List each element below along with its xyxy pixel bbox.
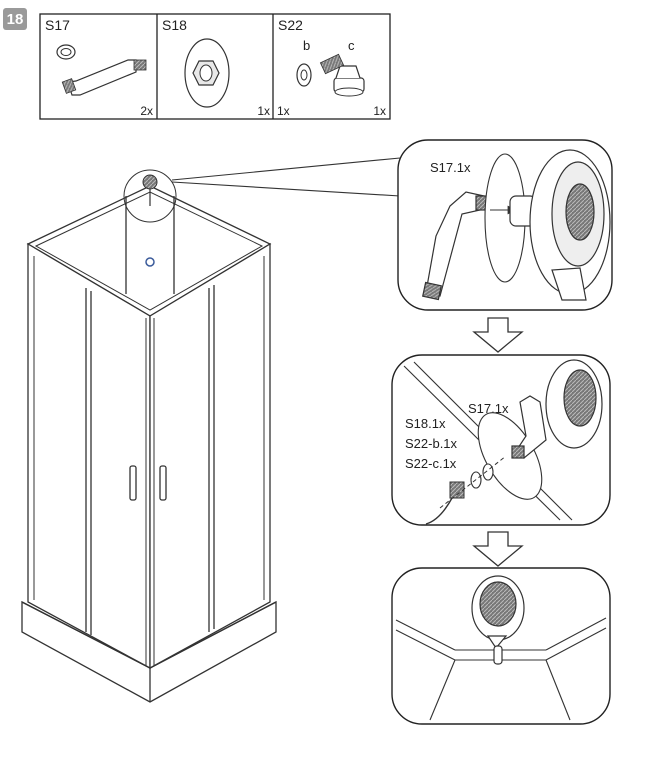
callout-leader-lines <box>171 157 401 197</box>
part-code-s18: S18 <box>162 17 187 33</box>
part-cell-s17: S17 2x <box>45 17 153 118</box>
shower-head-icon <box>471 575 525 665</box>
washer-icon <box>296 63 312 87</box>
elbow-connector-icon <box>425 481 465 525</box>
callout-panel-2: S18.1x S17.1x S22-b.1x S22-c.1x <box>391 354 611 526</box>
shower-head-icon <box>509 149 611 301</box>
part-code-s22: S22 <box>278 17 303 33</box>
callout2-label-s22b: S22-b.1x <box>405 436 458 451</box>
part-sub-b: b <box>303 38 310 53</box>
door-handle-left <box>129 465 137 501</box>
door-handle-right <box>159 465 167 501</box>
callout2-label-s22c: S22-c.1x <box>405 456 457 471</box>
shower-arm-icon <box>511 395 547 459</box>
wall-flange-icon <box>184 38 230 108</box>
callout1-label: S17.1x <box>430 160 471 175</box>
callout2-label-s18: S18.1x <box>405 416 446 431</box>
shower-head-icon <box>545 359 603 449</box>
elbow-connector-icon <box>319 53 365 97</box>
part-qty-s17: 2x <box>140 104 153 118</box>
part-code-s17: S17 <box>45 17 70 33</box>
part-sub-c: c <box>348 38 355 53</box>
part-qty-s22c: 1x <box>373 104 386 118</box>
down-arrow-1 <box>472 317 524 353</box>
parts-table: S17 2x S18 1x S22 b c 1x <box>39 13 391 120</box>
shower-enclosure <box>21 169 277 703</box>
callout-panel-3 <box>391 567 611 725</box>
part-qty-s18: 1x <box>257 104 270 118</box>
down-arrow-2 <box>472 531 524 567</box>
part-qty-s22b: 1x <box>277 104 290 118</box>
part-cell-s22: S22 b c 1x 1x <box>277 17 386 118</box>
part-cell-s18: S18 1x <box>162 17 270 118</box>
step-number-badge: 18 <box>3 8 27 30</box>
callout2-label-arm: S17.1x <box>468 401 509 416</box>
shower-arm-icon <box>56 44 147 96</box>
callout-panel-1: S17.1x <box>397 139 613 311</box>
